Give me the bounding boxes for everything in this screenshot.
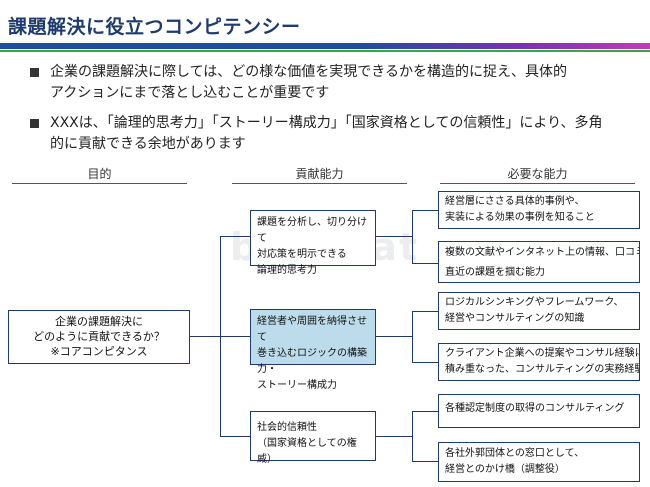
root-line2: どのように貢献できるか？ bbox=[33, 330, 165, 343]
root-line1: 企業の課題解決に bbox=[55, 315, 143, 328]
contribution-3-line2: （国家資格としての権威） bbox=[257, 438, 357, 465]
connector-contribution-2-trunk bbox=[412, 311, 413, 363]
bullet-1-line2: アクションにまで落とし込むことが重要です bbox=[50, 85, 330, 101]
contribution-2-line3: ストーリー構成力 bbox=[257, 380, 337, 391]
connector-to-ability-3 bbox=[412, 311, 438, 312]
bullet-marker bbox=[30, 119, 39, 128]
column-header-purpose: 目的 bbox=[87, 167, 112, 181]
connector-to-ability-2 bbox=[412, 263, 438, 264]
ability-box-5: 各種認定制度の取得のコンサルティング bbox=[438, 394, 640, 428]
ability-1-line2: 実装による効果の事例を知ること bbox=[445, 212, 595, 223]
ability-4-line1: クライアント企業への提案やコンサル経験により bbox=[445, 348, 639, 359]
ability-4-line2: 積み重なった、コンサルティングの実務経験 bbox=[445, 364, 640, 375]
column-header-contribution: 貢献能力 bbox=[295, 167, 344, 181]
ability-box-4: クライアント企業への提案やコンサル経験により 積み重なった、コンサルティングの実… bbox=[438, 343, 640, 381]
connector-to-contribution-1 bbox=[220, 236, 250, 237]
ability-box-6: 各社外郭団体との窓口として、 経営とのかけ橋（調整役） bbox=[438, 442, 640, 482]
column-header-purpose-line bbox=[12, 183, 187, 184]
title-underline bbox=[0, 43, 650, 49]
contribution-2-line2: 巻き込むロジックの構築力・ bbox=[257, 348, 367, 375]
connector-to-contribution-3 bbox=[220, 436, 250, 437]
bullet-1-line1: 企業の課題解決に際しては、どの様な価値を実現できるかを構造的に捉え、具体的 bbox=[50, 64, 568, 80]
bullet-2-line1: XXXは、「論理的思考力」「ストーリー構成力」「国家資格としての信頼性」により、… bbox=[50, 115, 603, 131]
page-title: 課題解決に役立つコンピテンシー bbox=[8, 16, 301, 38]
connector-contribution-3-trunk bbox=[412, 411, 413, 462]
ability-6-line2: 経営とのかけ橋（調整役） bbox=[445, 464, 565, 475]
contribution-box-social-trust: 社会的信頼性 （国家資格としての権威） bbox=[250, 411, 376, 465]
connector-contribution-1-trunk bbox=[412, 210, 413, 264]
ability-3-line2: 経営やコンサルティングの知識 bbox=[445, 313, 585, 324]
column-header-required: 必要な能力 bbox=[507, 167, 568, 181]
ability-2-line1: 複数の文献やインタネット上の情報、口コミなどから、ま bbox=[445, 247, 639, 258]
connector-to-contribution-2 bbox=[220, 336, 250, 337]
bullet-1: 企業の課題解決に際しては、どの様な価値を実現できるかを構造的に捉え、具体的 アク… bbox=[30, 62, 567, 104]
connector-contribution-2 bbox=[376, 336, 412, 337]
contribution-1-line2: 対応策を明示できる bbox=[257, 249, 347, 260]
contribution-2-line1: 経営者や周囲を納得させて bbox=[257, 316, 367, 343]
bullet-2: XXXは、「論理的思考力」「ストーリー構成力」「国家資格としての信頼性」により、… bbox=[30, 113, 603, 155]
connector-root bbox=[190, 336, 220, 337]
bullet-marker bbox=[30, 68, 39, 77]
connector-to-ability-4 bbox=[412, 362, 438, 363]
column-header-required-line bbox=[440, 183, 635, 184]
ability-box-1: 経営層にささる具体的事例や、 実装による効果の事例を知ること bbox=[438, 191, 640, 229]
connector-to-ability-1 bbox=[412, 210, 438, 211]
ability-5-line1: 各種認定制度の取得のコンサルティング bbox=[445, 403, 625, 414]
bullet-2-line2: 的に貢献できる余地があります bbox=[50, 136, 246, 152]
contribution-1-line3: 論理的思考力 bbox=[257, 265, 317, 276]
root-line3: ※コアコンピタンス bbox=[50, 345, 148, 358]
root-box: 企業の課題解決に どのように貢献できるか？ ※コアコンピタンス bbox=[8, 310, 190, 364]
connector-contribution-3 bbox=[376, 436, 412, 437]
contribution-box-story-building: 経営者や周囲を納得させて 巻き込むロジックの構築力・ ストーリー構成力 bbox=[250, 309, 376, 391]
title-underline-accent bbox=[0, 50, 650, 52]
ability-3-line1: ロジカルシンキングやフレームワーク、 bbox=[445, 297, 624, 308]
ability-1-line1: 経営層にささる具体的事例や、 bbox=[445, 196, 585, 207]
contribution-1-line1: 課題を分析し、切り分けて bbox=[257, 217, 367, 244]
ability-2-line2: 直近の課題を掴む能力 bbox=[445, 267, 545, 278]
connector-to-ability-6 bbox=[412, 461, 438, 462]
ability-6-line1: 各社外郭団体との窓口として、 bbox=[445, 448, 585, 459]
ability-box-2: 複数の文献やインタネット上の情報、口コミなどから、ま 直近の課題を掴む能力 bbox=[438, 241, 640, 283]
column-header-contribution-line bbox=[232, 183, 407, 184]
contribution-box-logical-thinking: 課題を分析し、切り分けて 対応策を明示できる 論理的思考力 bbox=[250, 210, 376, 276]
connector-contribution-1 bbox=[356, 236, 412, 237]
ability-box-3: ロジカルシンキングやフレームワーク、 経営やコンサルティングの知識 bbox=[438, 292, 640, 330]
connector-to-ability-5 bbox=[412, 411, 438, 412]
contribution-3-line1: 社会的信頼性 bbox=[257, 422, 317, 433]
